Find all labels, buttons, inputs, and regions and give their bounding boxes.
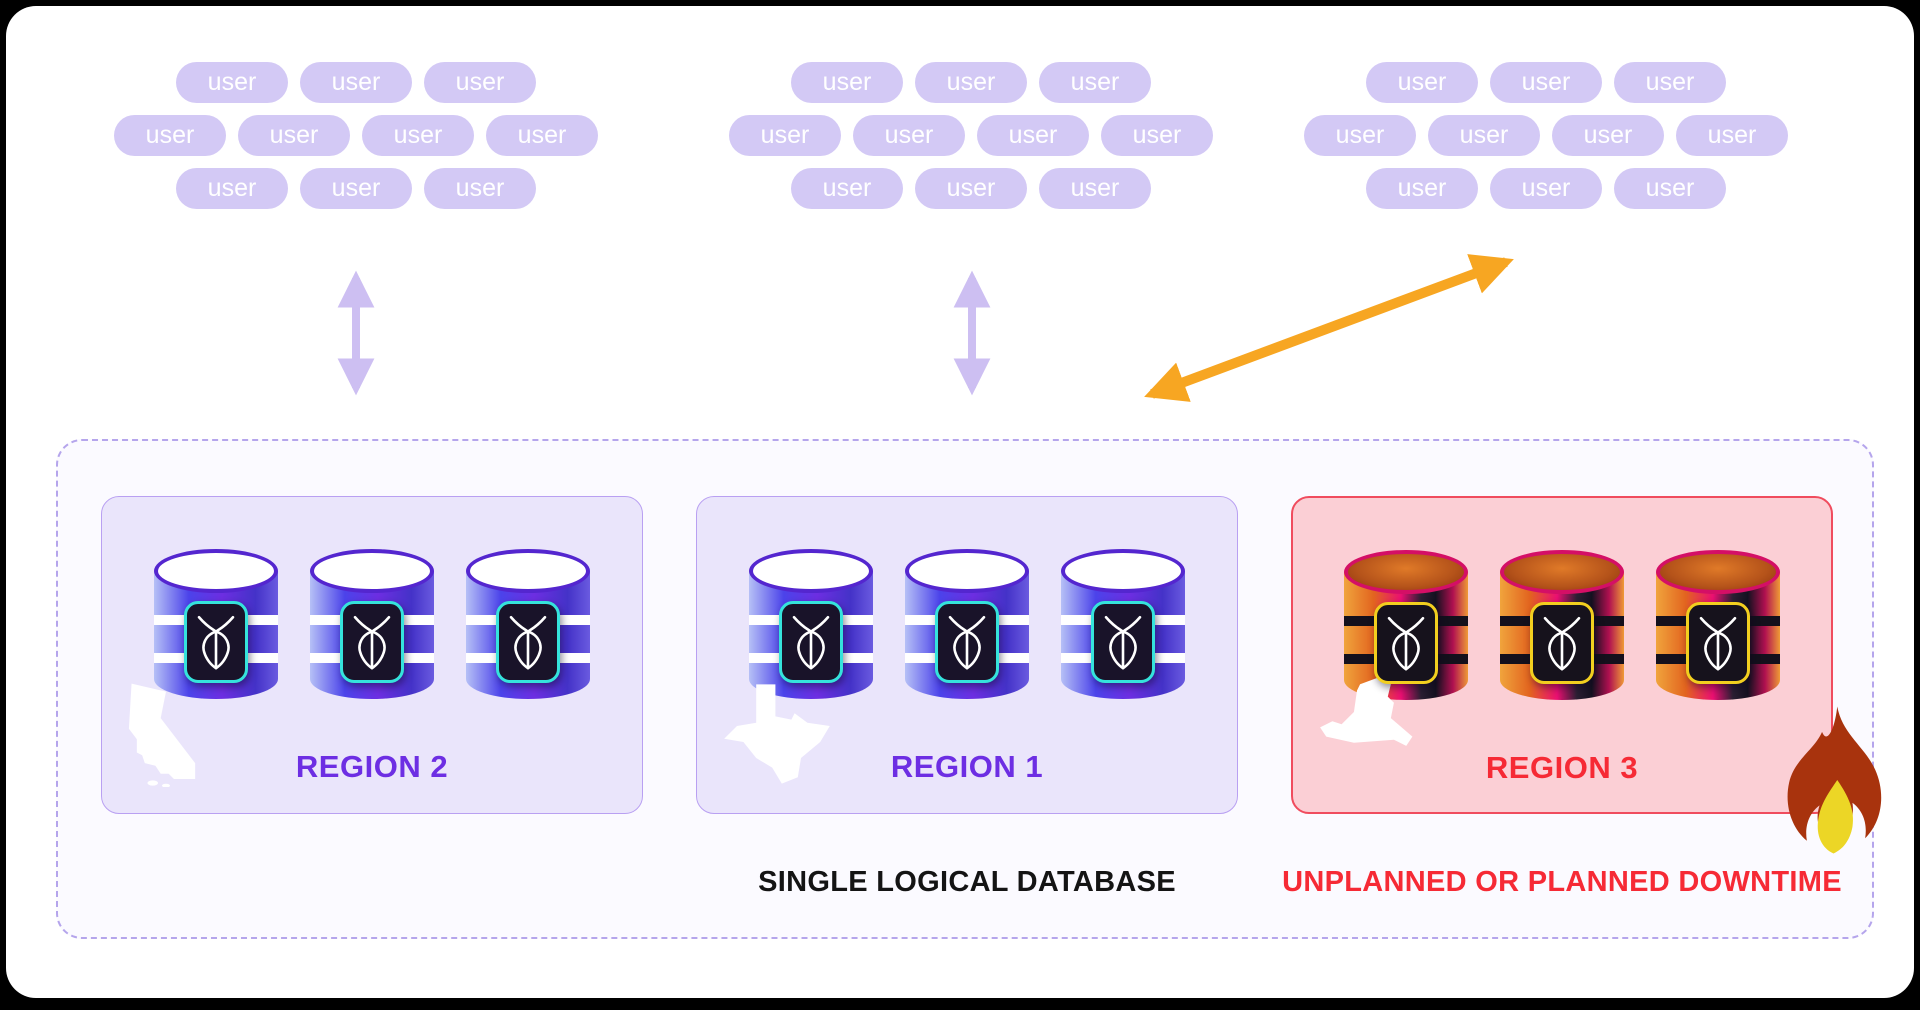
cockroach-icon bbox=[1543, 616, 1581, 671]
user-cluster-region2: user user user user user user user user user user bbox=[106, 62, 606, 209]
user-pill: user bbox=[1490, 62, 1602, 103]
user-pill: user bbox=[915, 168, 1027, 209]
user-pill: user bbox=[1614, 168, 1726, 209]
downtime-caption: UNPLANNED OR PLANNED DOWNTIME bbox=[1282, 866, 1842, 898]
region-2-nodes bbox=[102, 497, 642, 699]
region-2-label: REGION 2 bbox=[295, 749, 449, 784]
cylinder-top-ellipse bbox=[1344, 550, 1468, 594]
user-cluster-region1: user user user user user user user user user user bbox=[721, 62, 1221, 209]
region-3-box: REGION 3 bbox=[1291, 496, 1833, 814]
database-node bbox=[466, 549, 590, 699]
cockroachdb-logo-badge bbox=[1530, 602, 1594, 684]
user-pill: user bbox=[1039, 62, 1151, 103]
user-pill-row: user user user bbox=[791, 62, 1151, 103]
user-pill: user bbox=[176, 62, 288, 103]
cockroachdb-logo-badge bbox=[1374, 602, 1438, 684]
cockroach-icon bbox=[509, 615, 547, 670]
cockroach-icon bbox=[792, 615, 830, 670]
database-node bbox=[905, 549, 1029, 699]
database-node bbox=[1344, 550, 1468, 700]
database-node bbox=[310, 549, 434, 699]
user-pill-row: user user user bbox=[791, 168, 1151, 209]
user-pill: user bbox=[1490, 168, 1602, 209]
region-3-label: REGION 3 bbox=[1485, 750, 1639, 785]
cockroach-icon bbox=[197, 615, 235, 670]
user-pill-row: user user user user bbox=[729, 115, 1213, 156]
cockroach-icon bbox=[1104, 615, 1142, 670]
database-node bbox=[1500, 550, 1624, 700]
cylinder-top-ellipse bbox=[905, 549, 1029, 593]
database-node bbox=[154, 549, 278, 699]
region-1-nodes bbox=[697, 497, 1237, 699]
user-cluster-region3: user user user user user user user user user user bbox=[1296, 62, 1796, 209]
user-pill: user bbox=[300, 168, 412, 209]
cylinder-top-ellipse bbox=[154, 549, 278, 593]
database-node bbox=[1061, 549, 1185, 699]
new-york-icon bbox=[1317, 672, 1437, 752]
user-pill: user bbox=[1614, 62, 1726, 103]
user-pill: user bbox=[176, 168, 288, 209]
user-pill: user bbox=[1676, 115, 1788, 156]
user-pill: user bbox=[1101, 115, 1213, 156]
user-pill: user bbox=[1428, 115, 1540, 156]
cylinder-top-ellipse bbox=[1656, 550, 1780, 594]
user-pill: user bbox=[424, 62, 536, 103]
region-2-box: REGION 2 bbox=[101, 496, 643, 814]
texas-icon bbox=[721, 681, 833, 787]
cockroachdb-logo-badge bbox=[1686, 602, 1750, 684]
cylinder-top-ellipse bbox=[310, 549, 434, 593]
user-pill: user bbox=[791, 168, 903, 209]
cylinder-top-ellipse bbox=[1500, 550, 1624, 594]
user-pill-row: user user user user bbox=[114, 115, 598, 156]
user-pill: user bbox=[729, 115, 841, 156]
cockroach-icon bbox=[353, 615, 391, 670]
cockroachdb-logo-badge bbox=[935, 601, 999, 683]
user-pill: user bbox=[915, 62, 1027, 103]
user-pill: user bbox=[1366, 168, 1478, 209]
user-pill: user bbox=[1039, 168, 1151, 209]
user-pill: user bbox=[853, 115, 965, 156]
region-3-nodes bbox=[1293, 498, 1831, 700]
user-pill: user bbox=[1304, 115, 1416, 156]
user-pill: user bbox=[114, 115, 226, 156]
failover-arrow-region3 bbox=[1144, 254, 1514, 402]
cockroachdb-logo-badge bbox=[1091, 601, 1155, 683]
cylinder-top-ellipse bbox=[749, 549, 873, 593]
cylinder-top-ellipse bbox=[1061, 549, 1185, 593]
database-node bbox=[1656, 550, 1780, 700]
user-pill-row: user user user bbox=[176, 62, 536, 103]
cockroachdb-logo-badge bbox=[779, 601, 843, 683]
user-pill: user bbox=[238, 115, 350, 156]
user-pill: user bbox=[424, 168, 536, 209]
cockroach-icon bbox=[948, 615, 986, 670]
cylinder-top-ellipse bbox=[466, 549, 590, 593]
user-pill: user bbox=[791, 62, 903, 103]
user-pill: user bbox=[977, 115, 1089, 156]
cockroach-icon bbox=[1387, 616, 1425, 671]
user-pill-row: user user user bbox=[1366, 62, 1726, 103]
cockroachdb-logo-badge bbox=[496, 601, 560, 683]
database-node bbox=[749, 549, 873, 699]
region-1-label: REGION 1 bbox=[890, 749, 1044, 784]
single-logical-database-caption: SINGLE LOGICAL DATABASE bbox=[758, 866, 1176, 898]
cockroachdb-logo-badge bbox=[184, 601, 248, 683]
user-pill-row: user user user bbox=[1366, 168, 1726, 209]
user-pill-row: user user user bbox=[176, 168, 536, 209]
user-pill: user bbox=[362, 115, 474, 156]
cockroachdb-logo-badge bbox=[340, 601, 404, 683]
california-icon bbox=[126, 681, 206, 787]
user-pill: user bbox=[1552, 115, 1664, 156]
user-pill: user bbox=[486, 115, 598, 156]
fire-icon bbox=[1774, 704, 1898, 861]
user-pill-row: user user user user bbox=[1304, 115, 1788, 156]
user-pill: user bbox=[300, 62, 412, 103]
user-pill: user bbox=[1366, 62, 1478, 103]
cockroach-icon bbox=[1699, 616, 1737, 671]
region-1-box: REGION 1 bbox=[696, 496, 1238, 814]
